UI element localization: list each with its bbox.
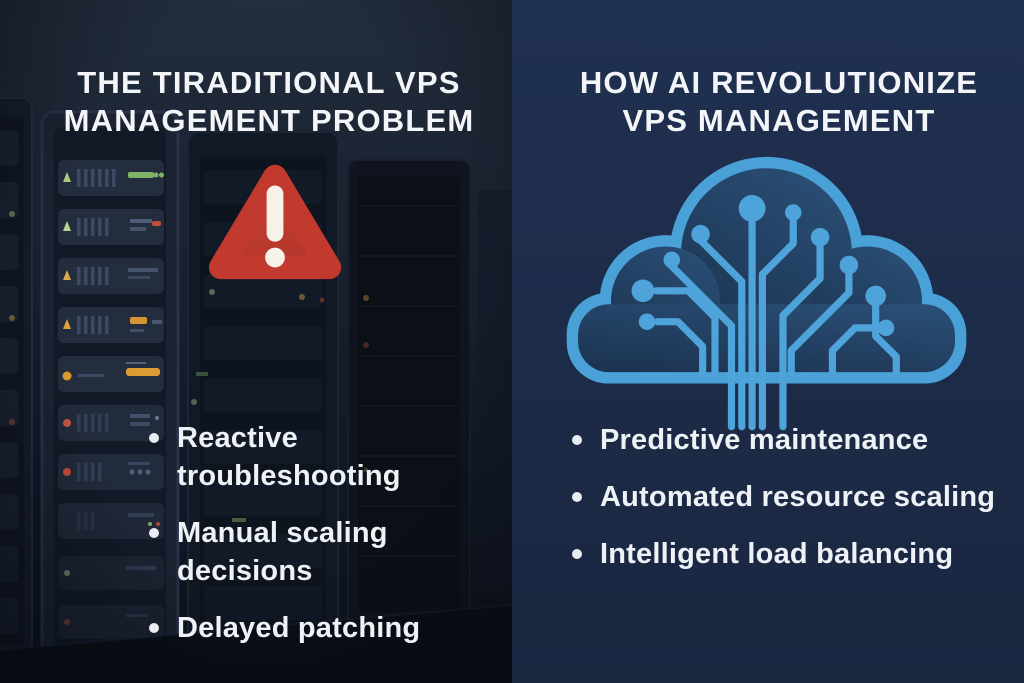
server-room-illustration: [0, 0, 512, 683]
list-item: Manual scaling decisions: [149, 514, 477, 590]
right-panel-title: HOW AI REVOLUTIONIZE VPS MANAGEMENT: [523, 64, 1024, 140]
left-title-line-2: MANAGEMENT PROBLEM: [63, 102, 475, 138]
list-item: Automated resource scaling: [572, 478, 1020, 516]
right-bullet-list: Predictive maintenance Automated resourc…: [572, 421, 1020, 592]
list-item: Intelligent load balancing: [572, 535, 1020, 573]
exclamation-dot: [265, 247, 285, 268]
list-item: Delayed patching: [149, 609, 477, 647]
left-panel-traditional: THE TIRADITIONAL VPS MANAGEMENT PROBLEM …: [0, 0, 512, 683]
list-item: Predictive maintenance: [572, 421, 1020, 459]
right-title-line-1: HOW AI REVOLUTIONIZE: [579, 64, 979, 100]
right-title-line-2: VPS MANAGEMENT: [622, 102, 936, 138]
left-title-line-1: THE TIRADITIONAL VPS: [77, 64, 461, 100]
circuit-traces: [652, 217, 900, 431]
warning-triangle-icon: [197, 147, 355, 291]
ai-circuit-cloud-icon: [550, 126, 983, 435]
right-panel-ai: HOW AI REVOLUTIONIZE VPS MANAGEMENT: [512, 0, 1024, 683]
circuit-nodes: [631, 195, 895, 337]
left-panel-title: THE TIRADITIONAL VPS MANAGEMENT PROBLEM: [13, 64, 512, 140]
list-item: Reactive troubleshooting: [149, 419, 477, 495]
left-bullet-list: Reactive troubleshooting Manual scaling …: [149, 419, 477, 666]
exclamation-bar: [266, 185, 284, 242]
